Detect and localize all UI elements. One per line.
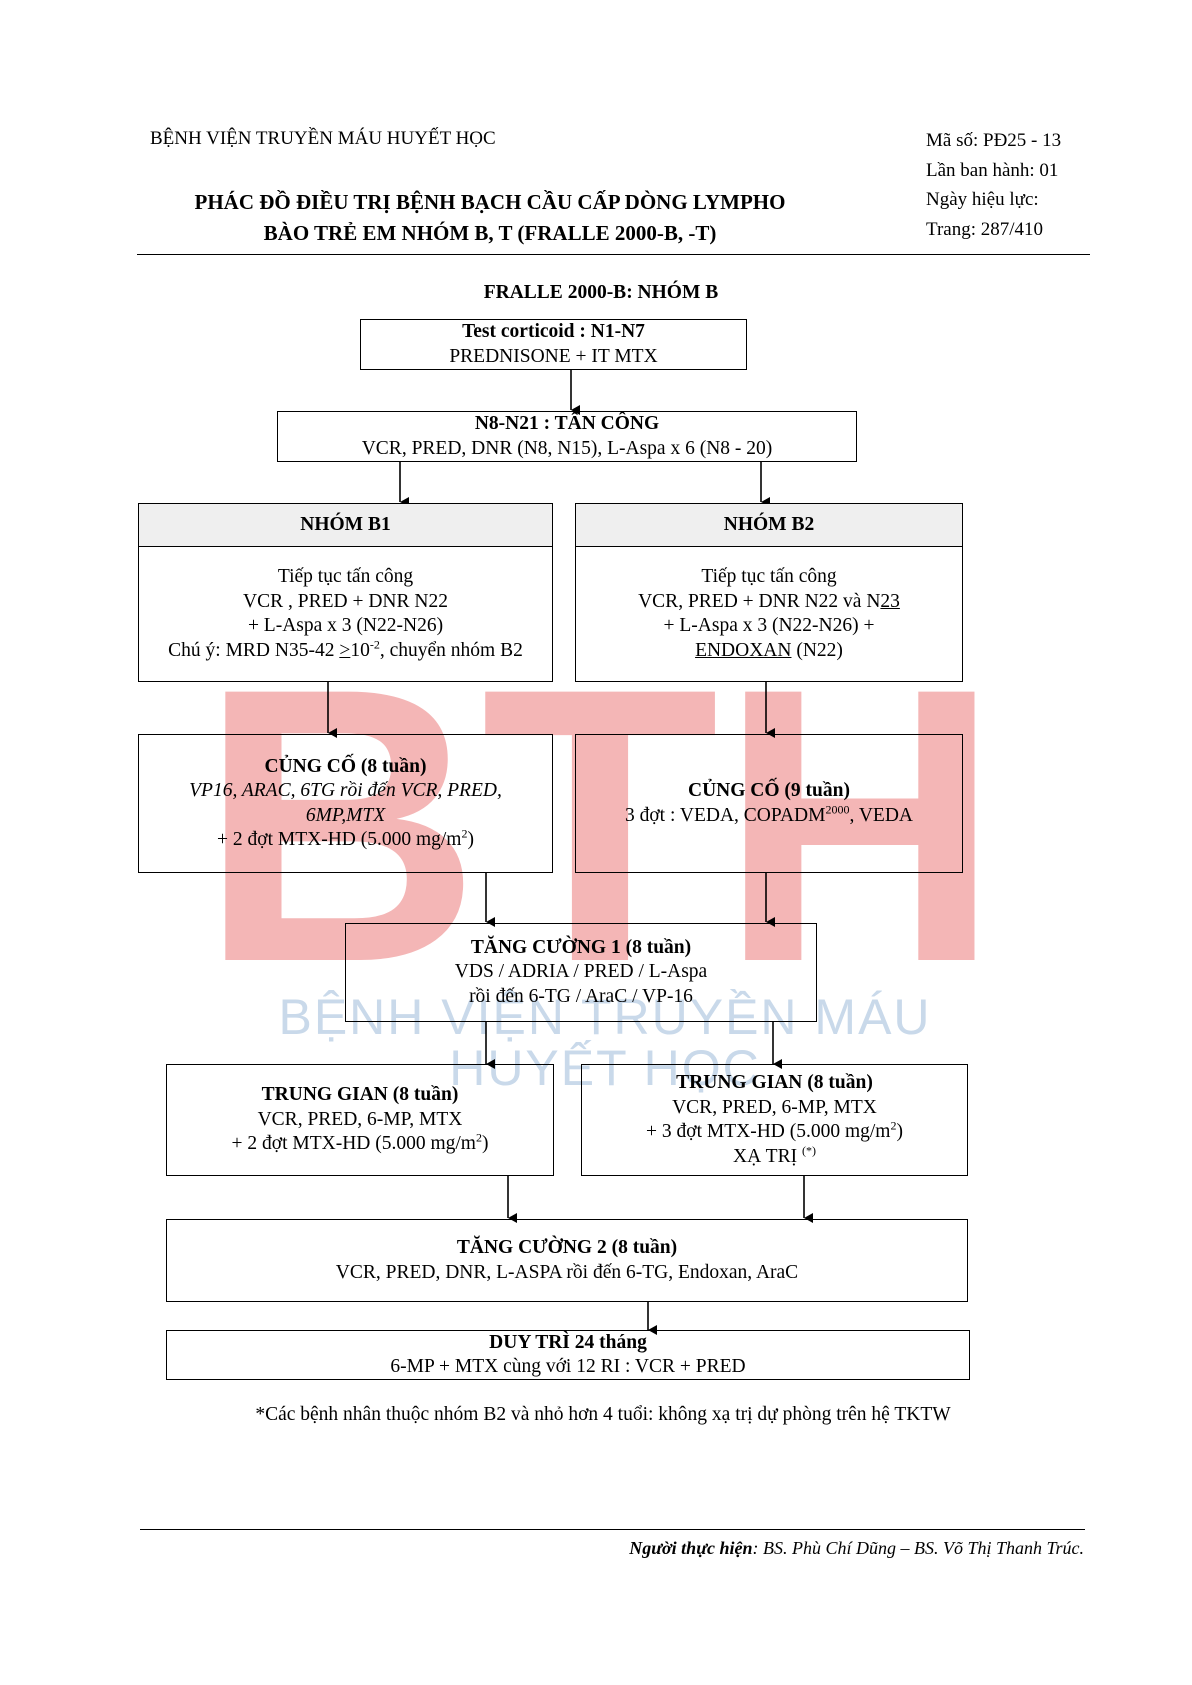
step-title: TRUNG GIAN (8 tuần) [261,1084,459,1106]
line-text: ) [481,1133,489,1155]
watermark-line1: BỆNH VIỆN TRUYỀN MÁU [278,989,931,1045]
step-line: + 3 đợt MTX-HD (5.000 mg/m2) [646,1120,903,1145]
step-line: VCR , PRED + DNR N22 [243,590,448,612]
superscript: 2 [475,1130,482,1145]
line-text: + 2 đợt MTX-HD (5.000 mg/m [231,1133,476,1155]
note-exponent: -2 [369,637,380,651]
line-text: + 3 đợt MTX-HD (5.000 mg/m [646,1121,891,1142]
step-line: VDS / ADRIA / PRED / L-Aspa [454,961,708,983]
author-credit: Người thực hiện: BS. Phù Chí Dũng – BS. … [629,1538,1084,1559]
document-edition: Lần ban hành: 01 [926,159,1059,181]
line-text: 3 đợt : VEDA, COPADM [624,804,826,826]
document-title: PHÁC ĐỒ ĐIỀU TRỊ BỆNH BẠCH CẦU CẤP DÒNG … [140,187,840,249]
step-line: rồi đến 6-TG / AraC / VP-16 [469,985,693,1007]
step-interim-2: TRUNG GIAN (8 tuần) VCR, PRED, 6-MP, MTX… [581,1064,968,1176]
header-divider [137,254,1090,255]
group-b1-body: Tiếp tục tấn công VCR , PRED + DNR N22 +… [139,547,552,663]
step-title: DUY TRÌ 24 tháng [489,1331,647,1353]
superscript: 2000 [825,802,850,816]
step-line: + 2 đợt MTX-HD (5.000 mg/m2) [232,1132,489,1157]
step-line: + L-Aspa x 3 (N22-N26) [247,615,444,636]
step-test-corticoid: Test corticoid : N1-N7 PREDNISONE + IT M… [360,319,747,370]
superscript: 2 [461,826,468,841]
step-title: CỦNG CỐ (9 tuần) [688,780,850,801]
note-value: 10 [350,639,370,661]
footnote: *Các bệnh nhân thuộc nhóm B2 và nhỏ hơn … [255,1404,951,1425]
document-code: Mã số: PĐ25 - 13 [926,130,1062,151]
step-line: ENDOXAN (N22) [576,639,962,664]
line-text: ) [467,829,474,850]
hospital-name: BỆNH VIỆN TRUYỀN MÁU HUYẾT HỌC [150,128,496,149]
note-text: , chuyển nhóm B2 [379,639,523,661]
group-b2: NHÓM B2 Tiếp tục tấn công VCR, PRED + DN… [575,503,963,682]
step-line: 6MP,MTX [305,804,386,826]
line-text: (N22) [791,639,843,661]
step-line: + 2 đợt MTX-HD (5.000 mg/m2) [217,828,474,853]
group-b1: NHÓM B1 Tiếp tục tấn công VCR , PRED + D… [138,503,553,682]
group-b2-body: Tiếp tục tấn công VCR, PRED + DNR N22 và… [576,547,962,663]
line-text: XẠ TRỊ [733,1145,798,1167]
document-meta: Mã số: PĐ25 - 13 Lần ban hành: 01 Ngày h… [926,126,1061,244]
step-title: Test corticoid : N1-N7 [462,321,645,342]
footnote-marker: (*) [801,1143,816,1157]
document-page: Trang: 287/410 [926,218,1044,240]
line-text: , VEDA [849,804,914,826]
group-b1-header: NHÓM B1 [139,504,552,547]
step-intensification-2: TĂNG CƯỜNG 2 (8 tuần) VCR, PRED, DNR, L-… [166,1219,968,1302]
step-title: CỦNG CỐ (8 tuần) [264,755,427,777]
step-line: VCR, PRED + DNR N22 và N23 [576,590,962,615]
step-line: 3 đợt : VEDA, COPADM2000, VEDA [624,802,914,829]
step-interim-1: TRUNG GIAN (8 tuần) VCR, PRED, 6-MP, MTX… [166,1064,554,1176]
line-underlined: 23 [880,590,900,612]
step-consolidation-b1: CỦNG CỐ (8 tuần) VP16, ARAC, 6TG rồi đến… [138,734,553,873]
note-text: Chú ý: MRD N35-42 [168,639,340,661]
document-title-line2: BÀO TRẺ EM NHÓM B, T (FRALLE 2000-B, -T) [263,221,717,245]
step-consolidation-b2: CỦNG CỐ (9 tuần) 3 đợt : VEDA, COPADM200… [575,734,963,873]
diagram-title: FRALLE 2000-B: NHÓM B [483,282,719,303]
step-line: VCR, PRED, DNR (N8, N15), L-Aspa x 6 (N8… [361,437,773,459]
note-ge-sign: > [339,639,351,661]
watermark-line2: HUYẾT HỌC [449,1040,761,1096]
line-text: ) [896,1121,903,1142]
step-maintenance: DUY TRÌ 24 tháng 6-MP + MTX cùng với 12 … [166,1330,970,1380]
author-label: Người thực hiện [629,1538,753,1558]
step-title: TRUNG GIAN (8 tuần) [676,1072,873,1093]
step-line: VCR, PRED, 6-MP, MTX [672,1096,877,1118]
line-text: + 2 đợt MTX-HD (5.000 mg/m [217,829,462,850]
step-line: XẠ TRỊ (*) [733,1143,816,1170]
step-title: Tiếp tục tấn công [701,566,837,587]
b1-transfer-note: Chú ý: MRD N35-42 >10-2, chuyển nhóm B2 [139,637,552,664]
step-title: N8-N21 : TẤN CÔNG [474,413,660,434]
step-title: Tiếp tục tấn công [277,566,414,587]
document-effective-date: Ngày hiệu lực: [926,189,1039,210]
step-intensification-1: TĂNG CƯỜNG 1 (8 tuần) VDS / ADRIA / PRED… [345,923,817,1022]
step-line: + L-Aspa x 3 (N22-N26) + [663,615,875,636]
step-line: VCR, PRED, DNR, L-ASPA rồi đến 6-TG, End… [335,1261,799,1283]
author-names: : BS. Phù Chí Dũng – BS. Võ Thị Thanh Tr… [752,1538,1084,1558]
step-line: VP16, ARAC, 6TG rồi đến VCR, PRED, [189,780,502,801]
step-title: TĂNG CƯỜNG 2 (8 tuần) [456,1237,678,1258]
document-title-line1: PHÁC ĐỒ ĐIỀU TRỊ BỆNH BẠCH CẦU CẤP DÒNG … [194,190,786,214]
footer-divider [140,1529,1085,1530]
line-text: VCR, PRED + DNR N22 và N [638,590,881,612]
step-line: PREDNISONE + IT MTX [449,345,658,367]
step-title: TĂNG CƯỜNG 1 (8 tuần) [470,936,692,958]
step-line: VCR, PRED, 6-MP, MTX [257,1108,463,1130]
watermark-logo-letters: BTH [199,607,1001,1043]
step-induction: N8-N21 : TẤN CÔNG VCR, PRED, DNR (N8, N1… [277,411,857,462]
group-b2-header: NHÓM B2 [576,504,962,547]
step-line: 6-MP + MTX cùng với 12 RI : VCR + PRED [390,1356,746,1377]
line-underlined: ENDOXAN [695,639,792,661]
superscript: 2 [890,1118,897,1133]
